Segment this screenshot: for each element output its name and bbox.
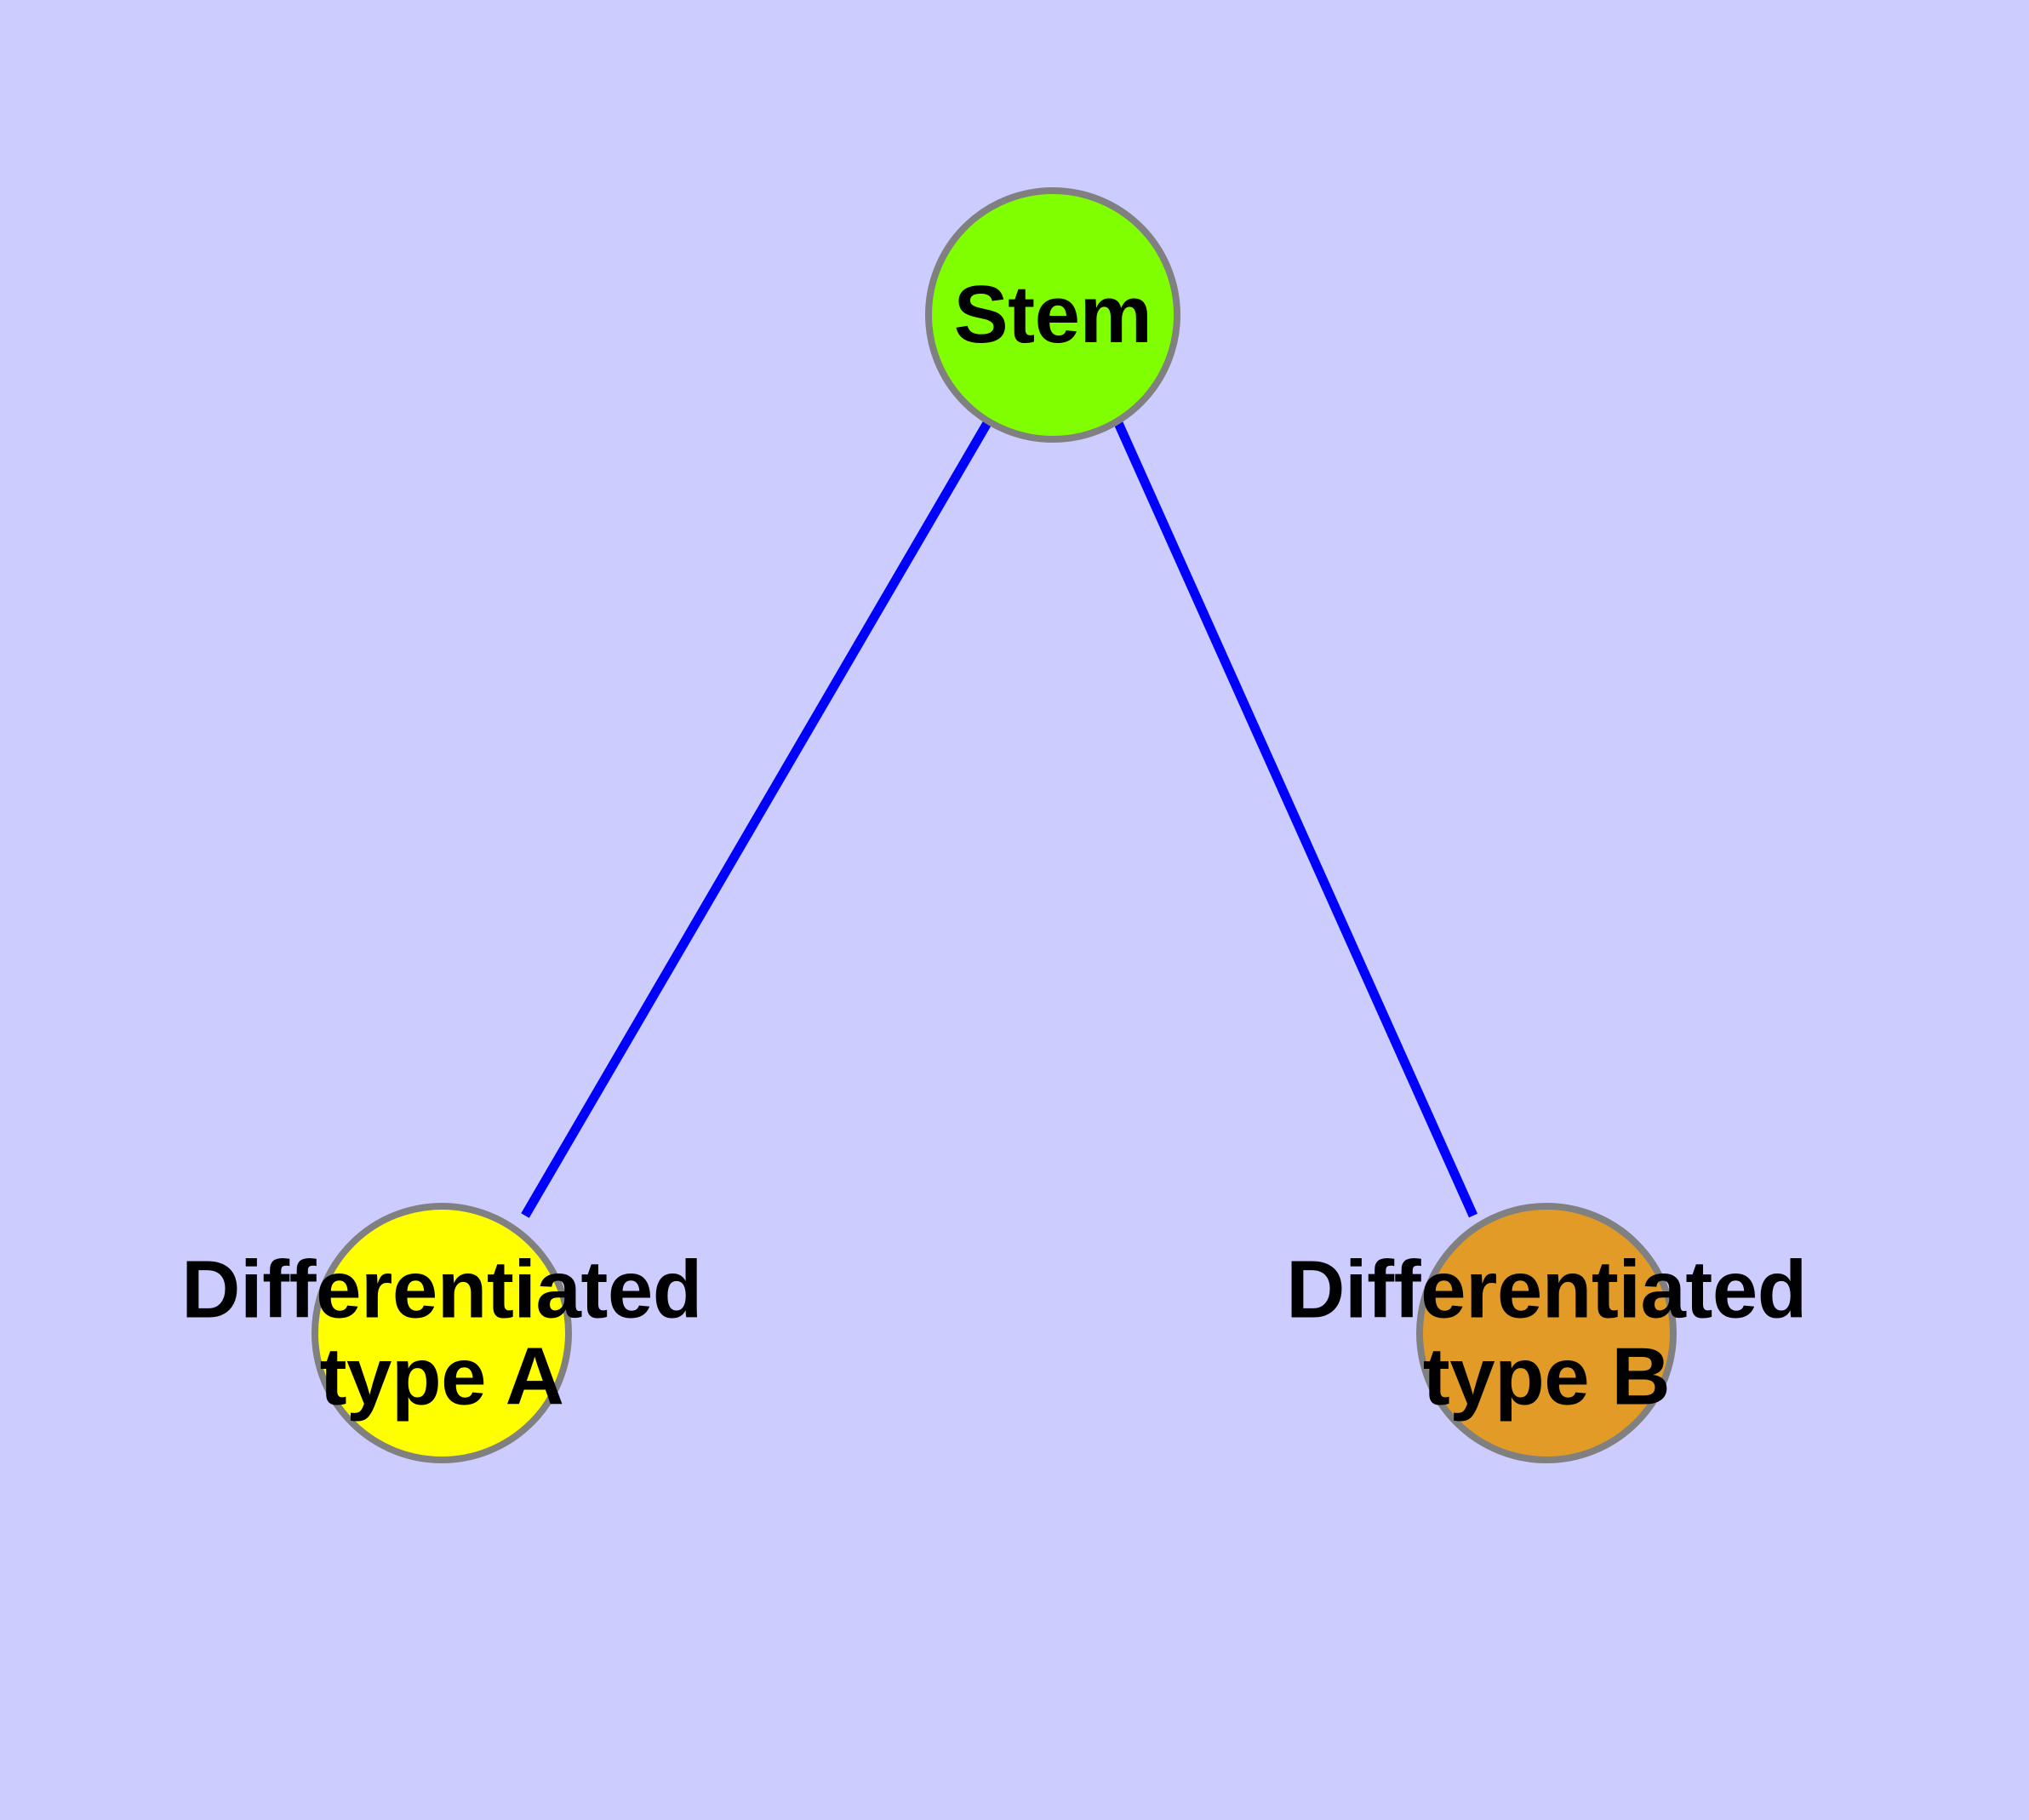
- edge-stem-to-diff-b: [1113, 421, 1478, 1218]
- node-differentiated-type-b-circle: [1416, 1203, 1677, 1463]
- node-differentiated-type-a-label: Differentiated type A: [181, 1244, 702, 1422]
- node-stem-label: Stem: [953, 269, 1152, 361]
- node-differentiated-type-b-label: Differentiated type B: [1286, 1244, 1807, 1422]
- edge-stem-to-diff-a: [521, 421, 992, 1218]
- node-stem[interactable]: Stem: [925, 187, 1180, 443]
- node-stem-circle: [925, 187, 1180, 443]
- node-differentiated-type-a[interactable]: Differentiated type A: [181, 1203, 702, 1463]
- node-differentiated-type-a-circle: [311, 1203, 572, 1463]
- node-differentiated-type-b[interactable]: Differentiated type B: [1286, 1203, 1807, 1463]
